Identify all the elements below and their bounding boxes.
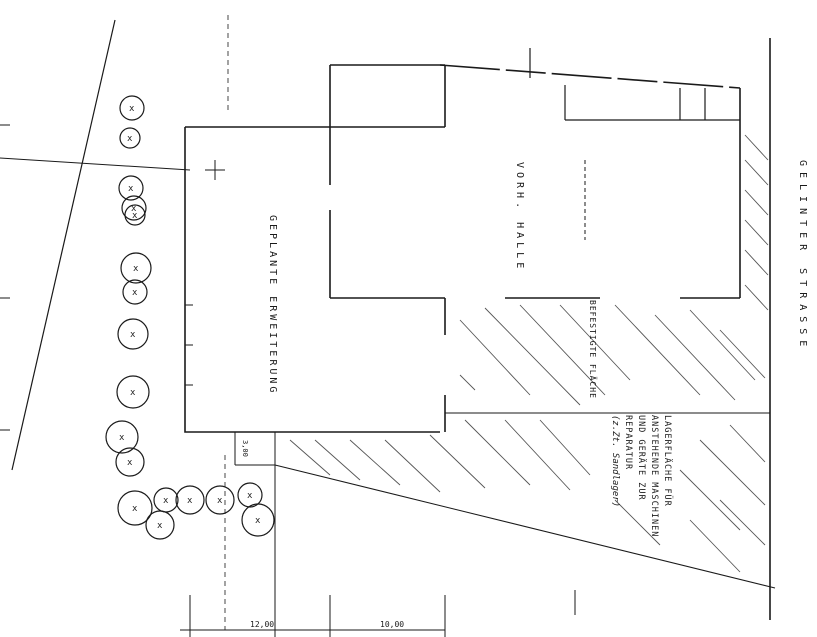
tree-mark: x — [157, 521, 163, 531]
tree-mark: x — [130, 388, 136, 398]
dimension-offset-label: 3,00 — [241, 440, 249, 457]
tree-mark: x — [130, 330, 136, 340]
tree-symbol — [205, 485, 235, 515]
tree-symbol — [117, 318, 149, 350]
tree-symbol — [119, 127, 141, 149]
tree-mark: x — [163, 496, 169, 506]
tree-symbol — [175, 485, 205, 515]
tree-mark: x — [133, 264, 139, 274]
paved-area-outline — [274, 412, 776, 637]
existing-hall-label: VORH. HALLE — [514, 162, 525, 272]
tree-symbol — [116, 375, 150, 409]
storage-label-line-3: UND GERÄTE ZUR — [636, 415, 647, 501]
tree-mark: x — [127, 134, 133, 144]
tree-mark: x — [132, 504, 138, 514]
tree-mark: x — [255, 516, 261, 526]
tree-symbol — [115, 447, 145, 477]
tree-mark: x — [119, 433, 125, 443]
tree-symbol — [105, 420, 139, 454]
dimension-width-a-label: 12,00 — [250, 620, 274, 629]
tree-mark: x — [129, 104, 135, 114]
existing-hall-outline — [329, 48, 741, 432]
tree-symbol — [122, 279, 148, 305]
planned-extension-label: GEPLANTE ERWEITERUNG — [267, 215, 278, 395]
dimension-lines — [180, 432, 576, 637]
dimension-width-b-label: 10,00 — [380, 620, 404, 629]
tree-mark: x — [128, 184, 134, 194]
property-boundary-line — [11, 19, 116, 471]
tree-mark: x — [132, 288, 138, 298]
tree-symbol — [119, 95, 145, 121]
tree-symbol — [120, 252, 152, 284]
storage-handwritten-note: (z.Zt. Sandlager) — [610, 415, 620, 507]
tree-mark: x — [132, 211, 138, 221]
tree-mark: x — [131, 204, 137, 214]
storage-area-label: LAGERFLÄCHE FÜR ANSTEHENDE MASCHINEN UND… — [610, 415, 673, 537]
storage-area-hatching — [289, 419, 766, 573]
tree-symbol — [124, 204, 146, 226]
paved-area-hatching — [459, 134, 769, 406]
tree-symbol — [117, 490, 153, 526]
street-label: GELINTER STRASSE — [797, 160, 808, 352]
axis-line — [0, 157, 191, 171]
storage-label-line-2: ANSTEHENDE MASCHINEN — [649, 415, 659, 537]
storage-label-line-4: REPARATUR — [623, 415, 633, 470]
tree-mark: x — [217, 496, 223, 506]
tree-symbol — [241, 503, 275, 537]
tree-symbol — [121, 195, 147, 221]
tree-symbol — [237, 482, 263, 508]
tree-symbol — [118, 175, 144, 201]
tree-mark: x — [187, 496, 193, 506]
paved-area-label: BEFESTIGTE FLÄCHE — [588, 300, 598, 399]
storage-label-line-1: LAGERFLÄCHE FÜR — [662, 415, 673, 507]
tree-mark: x — [127, 458, 133, 468]
tree-symbol — [153, 487, 179, 513]
tree-mark: x — [247, 491, 253, 501]
planned-extension-outline — [184, 126, 440, 433]
